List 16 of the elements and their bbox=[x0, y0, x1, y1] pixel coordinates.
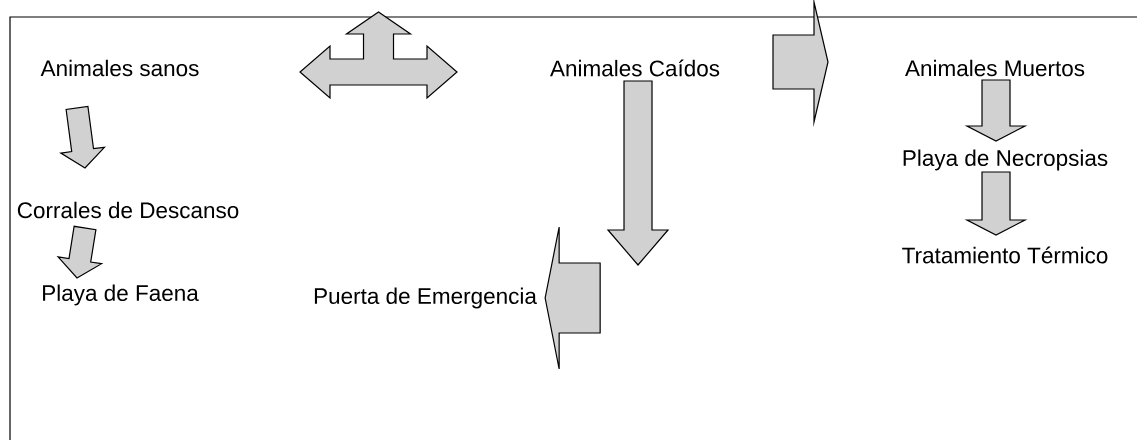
block-arrow bbox=[964, 79, 1028, 142]
node-label: Animales Muertos bbox=[905, 59, 1085, 77]
node-label: Puerta de Emergencia bbox=[314, 287, 537, 309]
node-label: Animales sanos bbox=[40, 59, 199, 77]
block-arrow bbox=[964, 171, 1028, 236]
block-arrow bbox=[606, 80, 670, 266]
node-label: Tratamiento Térmico bbox=[902, 246, 1108, 264]
block-arrow bbox=[299, 11, 458, 100]
block-arrow bbox=[544, 226, 601, 370]
node-label: Corrales de Descanso bbox=[17, 201, 239, 219]
node-label: Playa de Faena bbox=[43, 284, 199, 306]
block-arrow bbox=[772, 0, 829, 128]
node-label: Playa de Necropsias bbox=[903, 149, 1108, 171]
block-arrow bbox=[59, 105, 106, 169]
node-label: Animales Caídos bbox=[550, 59, 720, 77]
block-arrow bbox=[56, 225, 104, 279]
